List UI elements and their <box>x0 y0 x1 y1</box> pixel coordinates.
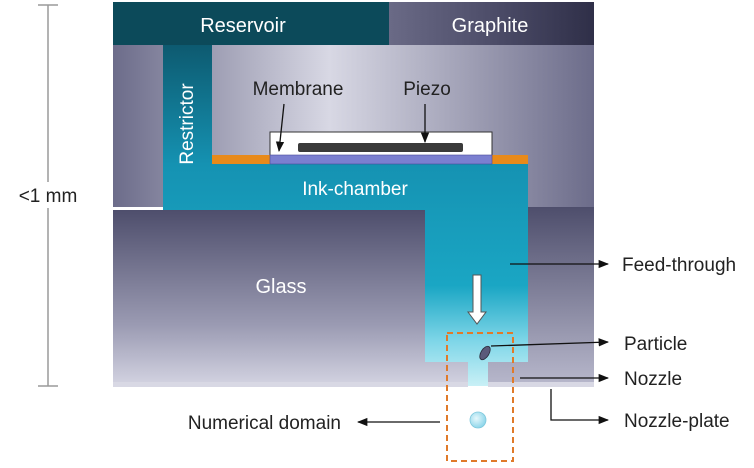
nozzle-plate-right <box>488 382 594 387</box>
particle-label: Particle <box>624 334 687 355</box>
reservoir-label: Reservoir <box>200 15 286 37</box>
nozzle-plate-label: Nozzle-plate <box>624 411 730 432</box>
ink-chamber <box>163 163 528 386</box>
particle-icon <box>479 345 491 361</box>
particle-leader <box>490 338 610 347</box>
restrictor-channel <box>163 45 212 165</box>
droplet-icon <box>469 411 487 429</box>
scale-label-bg <box>8 182 90 208</box>
glass-right <box>488 207 594 386</box>
flow-arrow-icon <box>467 274 487 325</box>
graphite-label: Graphite <box>452 15 529 37</box>
scale-label: <1 mm <box>19 186 78 207</box>
nozzle-plate-leader <box>550 389 610 425</box>
feed-through-label: Feed-through <box>622 255 736 276</box>
numerical-domain-box <box>446 332 514 462</box>
electrode-left <box>212 155 270 164</box>
piezo-label: Piezo <box>403 79 451 100</box>
numerical-domain-label: Numerical domain <box>188 413 341 434</box>
ink-chamber-label: Ink-chamber <box>302 179 408 200</box>
membrane-label: Membrane <box>253 79 344 100</box>
reservoir-block <box>113 2 389 45</box>
membrane-arrow <box>275 103 285 153</box>
restrictor-label: Restrictor <box>177 83 198 165</box>
piezo-element <box>298 143 463 152</box>
nozzle-plate-left <box>113 382 468 387</box>
scale-bar: <1 mm <box>8 4 90 387</box>
electrode-right <box>492 155 528 164</box>
nozzle-label: Nozzle <box>624 369 682 390</box>
glass-label: Glass <box>255 276 306 298</box>
graphite-block <box>389 2 594 45</box>
membrane-layer <box>269 154 493 165</box>
glass-left <box>113 210 468 386</box>
